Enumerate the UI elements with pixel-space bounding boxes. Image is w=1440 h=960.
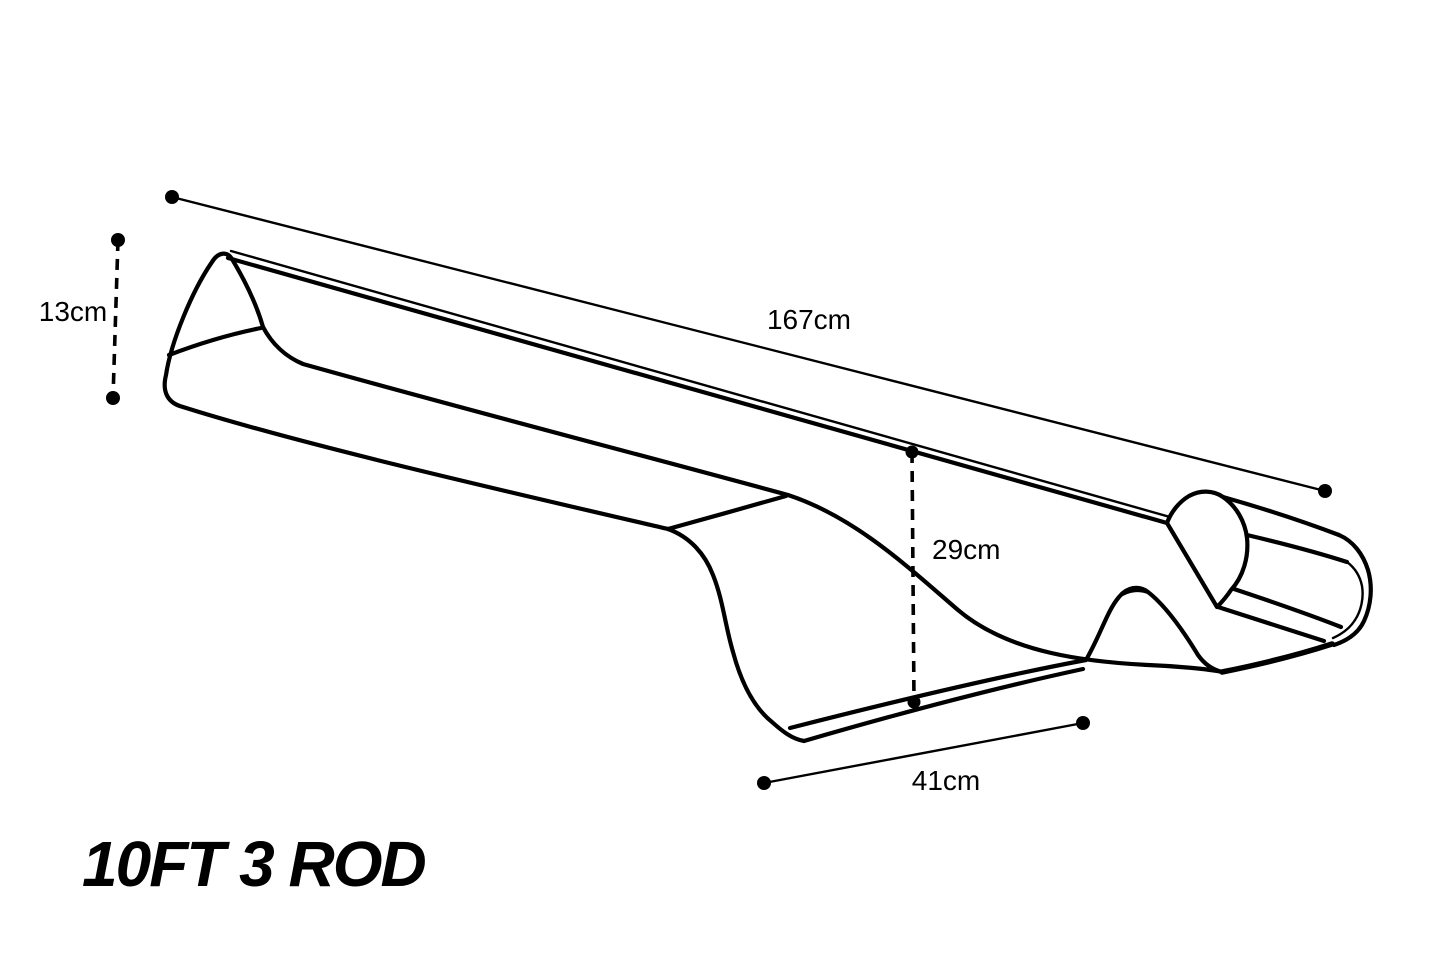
- dimension-overall-length: 167cm: [165, 190, 1332, 498]
- reel-section-end-cap-lobe: [1164, 489, 1250, 610]
- tip-height-bottom-dot: [106, 391, 120, 405]
- zipper-ridge-line: [225, 255, 1170, 526]
- dimension-base-length: 41cm: [757, 716, 1090, 796]
- product-title: 10FT 3 ROD: [82, 828, 426, 900]
- dimension-label-tip-height: 13cm: [39, 296, 107, 327]
- front-face-sweep-curve: [785, 492, 1226, 675]
- base-length-start-dot: [757, 776, 771, 790]
- base-length-dimension-line: [762, 721, 1085, 785]
- dimension-mid-depth: 29cm: [905, 445, 1000, 709]
- bottom-step-hump-highlight: [1117, 589, 1152, 599]
- dip-junction-fork-line: [665, 493, 789, 532]
- dimension-label-length: 167cm: [767, 304, 851, 335]
- length-dimension-start-dot: [165, 190, 179, 204]
- base-length-end-dot: [1076, 716, 1090, 730]
- holdall-outline-drawing: [162, 249, 1373, 744]
- mid-depth-dashed-line: [910, 451, 916, 703]
- tip-cap-crease-line: [166, 325, 264, 358]
- mid-depth-top-dot: [905, 445, 919, 459]
- length-dimension-line: [170, 195, 1327, 493]
- dimension-label-base-length: 41cm: [912, 765, 980, 796]
- length-dimension-end-dot: [1318, 484, 1332, 498]
- mid-depth-bottom-dot: [907, 695, 921, 709]
- tip-height-dashed-line: [111, 239, 120, 399]
- dimension-label-mid-depth: 29cm: [932, 534, 1000, 565]
- dip-bottom-seam-line: [787, 657, 1089, 731]
- reel-top-edge-outer: [1220, 494, 1342, 538]
- dimension-tip-height: 13cm: [39, 233, 125, 405]
- dip-curve-and-lower-hem: [665, 526, 1086, 744]
- bottom-step-hump: [1083, 585, 1225, 675]
- reel-section-bottom-edge: [1219, 641, 1335, 675]
- front-bottom-edge: [180, 404, 671, 532]
- reel-front-crease-upper: [1231, 586, 1344, 630]
- reel-right-end-inner-curve: [1331, 560, 1364, 640]
- tip-height-top-dot: [111, 233, 125, 247]
- reel-top-edge-inner: [1244, 532, 1350, 565]
- reel-right-end-outer-curve: [1331, 532, 1373, 648]
- tip-end-cap-outline: [162, 251, 791, 498]
- zipper-ridge-second-line: [229, 249, 1172, 519]
- reel-front-crease-lower: [1215, 604, 1327, 644]
